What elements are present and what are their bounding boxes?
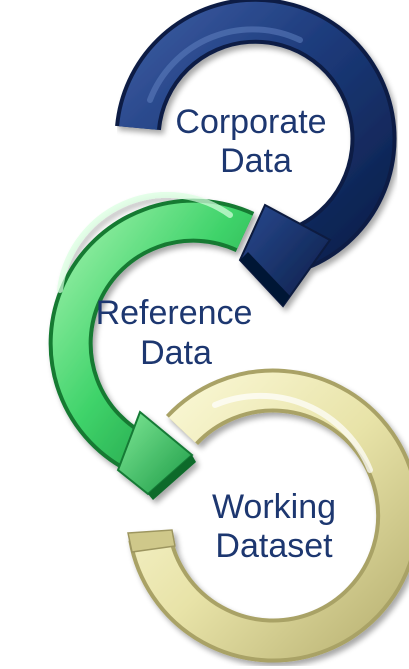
reference-arc-highlight — [57, 191, 233, 293]
working-arc-cap — [127, 529, 176, 553]
reference-label-line2: Data — [140, 334, 212, 372]
corporate-data-arrow — [115, 0, 397, 308]
working-label-line2: Dataset — [215, 527, 333, 565]
corporate-label-line2: Data — [220, 142, 292, 180]
corporate-arc-band — [119, 1, 393, 266]
working-label-line1: Working — [212, 488, 336, 526]
working-dataset-ring — [127, 368, 409, 663]
reference-label-line1: Reference — [96, 294, 253, 332]
reference-arrowhead-edge — [148, 455, 196, 500]
working-arc-band — [132, 372, 409, 659]
reference-arc-band — [52, 202, 253, 472]
corporate-label-line1: Corporate — [175, 103, 326, 141]
reference-data-arrow — [48, 191, 255, 500]
corporate-arrowhead-edge — [240, 252, 290, 306]
corporate-arc-highlight — [147, 26, 303, 103]
working-arc-highlight — [212, 392, 373, 473]
